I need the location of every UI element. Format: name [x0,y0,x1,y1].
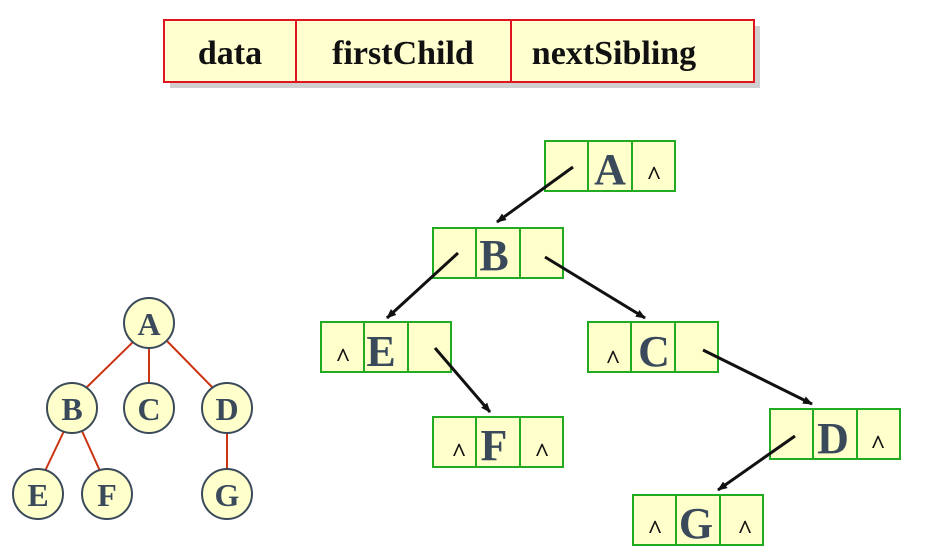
null-pointer-symbol: ^ [605,345,620,374]
null-pointer-symbol: ^ [335,343,350,372]
arrow-e-nextsibling-to-f [433,347,492,413]
pointer-arrows [385,165,813,492]
null-pointer-symbol: ^ [646,161,661,190]
null-pointer-symbol: ^ [647,515,662,544]
header-field-data: data [198,35,262,72]
arrow-a-firstchild-to-b [496,165,574,224]
header-background [163,19,755,83]
linked-node-d: D ^ [769,408,901,463]
null-pointer-symbol: ^ [451,438,466,467]
linked-node-box [432,227,564,279]
linked-node-data-label: B [479,231,508,280]
tree-node-label: A [137,306,160,342]
header-field-nextsibling: nextSibling [532,35,696,72]
linked-node-box [769,408,901,460]
tree-edge-b-e [44,430,65,472]
tree-node-f: F [81,468,133,520]
linked-node-data-label: G [679,499,713,548]
null-pointer-symbol: ^ [737,515,752,544]
linked-node-box [632,494,764,546]
tree-node-label: F [97,477,117,513]
tree-node-b: B [46,382,98,434]
node-structure-header: data firstChild nextSibling [163,19,760,88]
arrow-b-firstchild-to-e [385,251,460,320]
tree-node-label: B [61,391,82,427]
linked-node-data-label: C [638,327,670,376]
linked-node-data-label: D [817,414,849,463]
null-pointer-symbol: ^ [870,430,885,459]
tree-node-e: E [12,468,64,520]
header-field-firstchild: firstChild [332,35,474,72]
arrow-c-nextsibling-to-d [702,348,813,406]
tree-node-c: C [123,382,175,434]
tree-node-label: G [215,477,240,513]
arrow-b-nextsibling-to-c [544,255,646,320]
tree-edge-a-b [86,340,135,388]
tree-edge-a-d [165,339,213,388]
linked-node-a: A ^ [544,140,676,194]
tree-node-a: A [123,297,175,349]
linked-node-data-label: E [366,327,395,376]
linked-node-f: ^ F ^ [432,416,564,470]
linked-node-data-label: A [594,145,626,194]
tree-node-label: E [27,477,48,513]
child-sibling-list: A ^ B ^ E ^ C ^ F [320,140,901,548]
null-pointer-symbol: ^ [534,438,549,467]
linked-node-data-label: F [481,421,508,470]
linked-node-box [320,321,452,373]
linked-node-box [587,321,719,373]
linked-node-e: ^ E [320,321,452,376]
linked-node-g: ^ G ^ [632,494,764,548]
tree-node-label: D [215,391,238,427]
tree-edge-b-f [81,430,101,472]
tree-node-g: G [201,468,253,520]
general-tree: A B C D E F G [12,297,253,520]
tree-node-label: C [137,391,160,427]
arrow-d-firstchild-to-g [717,434,796,492]
tree-edges [44,339,228,472]
linked-node-box [544,140,676,192]
tree-node-d: D [201,382,253,434]
linked-node-c: ^ C [587,321,719,376]
linked-node-b: B [432,227,564,280]
linked-node-box [432,416,564,468]
